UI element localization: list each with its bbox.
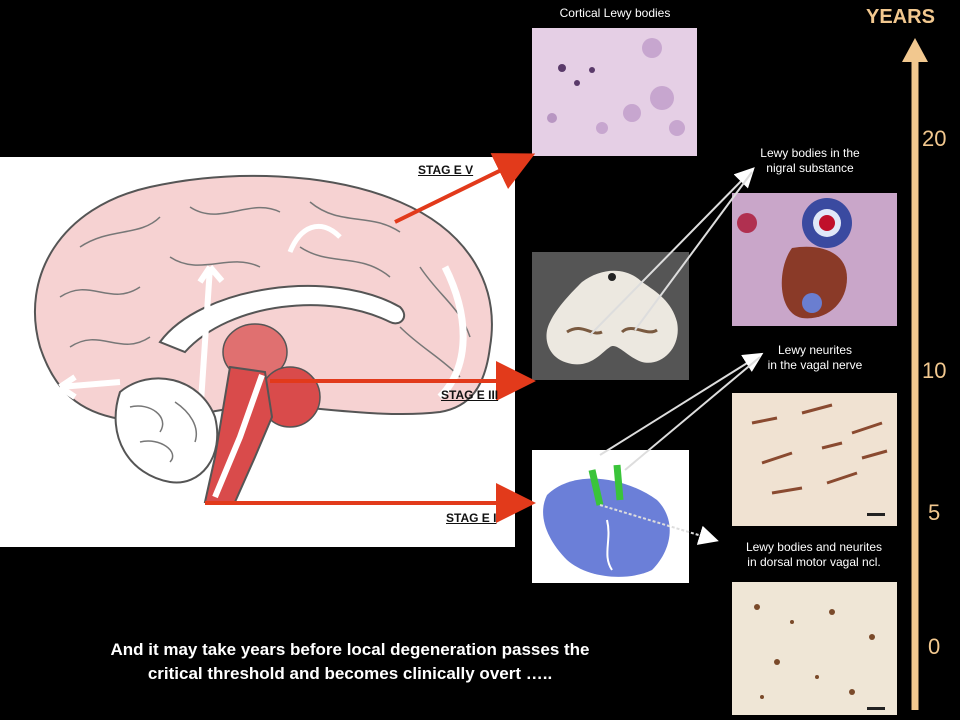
tick-5: 5 [928, 500, 941, 525]
vagal-label: Lewy neurites in the vagal nerve [735, 343, 895, 373]
caption-line1: And it may take years before local degen… [110, 640, 590, 659]
stage5-arrow [394, 153, 536, 224]
midbrain-section-image [532, 252, 689, 380]
caption: And it may take years before local degen… [20, 638, 680, 686]
tick-20: 20 [922, 126, 947, 151]
vagal-label-line2: in the vagal nerve [767, 358, 863, 372]
tick-0: 0 [928, 634, 941, 659]
vagal-pointer-2 [624, 356, 761, 471]
dorsal-label-line2: in dorsal motor vagal ncl. [747, 555, 881, 569]
cortical-histology-art [547, 38, 685, 136]
stage-1-label: STAG E I [446, 511, 497, 525]
vagal-label-line1: Lewy neurites [777, 343, 853, 357]
nigral-lewy-body-image [732, 193, 897, 326]
dorsal-motor-vagal-art [754, 604, 885, 710]
brain-diagram [34, 174, 493, 503]
caption-line2: critical threshold and becomes clinicall… [147, 664, 553, 683]
nigral-label: Lewy bodies in the nigral substance [725, 146, 895, 176]
stage-5-label: STAG E V [418, 163, 474, 177]
dorsal-motor-vagal-image [732, 582, 897, 715]
nigral-label-line1: Lewy bodies in the [760, 146, 860, 160]
tick-10: 10 [922, 358, 947, 383]
stage-3-label: STAG E III [441, 388, 499, 402]
dorsal-label-line1: Lewy bodies and neurites [745, 540, 883, 554]
vagal-pointer-1 [599, 352, 764, 456]
medulla-section-art [543, 464, 670, 577]
dorsal-pointer [599, 504, 719, 545]
years-title: YEARS [866, 6, 935, 28]
midbrain-section-art [546, 270, 678, 365]
nigral-label-line2: nigral substance [766, 161, 854, 175]
vagal-nerve-art [751, 403, 888, 516]
timeline-arrowhead [902, 38, 928, 62]
cortical-histology-image [532, 28, 697, 156]
nigral-pointer-2 [634, 171, 753, 331]
dorsal-label: Lewy bodies and neurites in dorsal motor… [718, 540, 910, 570]
cortical-label: Cortical Lewy bodies [559, 6, 671, 20]
nigral-pointer-1 [589, 167, 755, 336]
medulla-section-image [532, 450, 689, 583]
vagal-nerve-image [732, 393, 897, 526]
nigral-lewy-body-art [737, 198, 852, 319]
brain-illustration-panel [0, 157, 515, 547]
